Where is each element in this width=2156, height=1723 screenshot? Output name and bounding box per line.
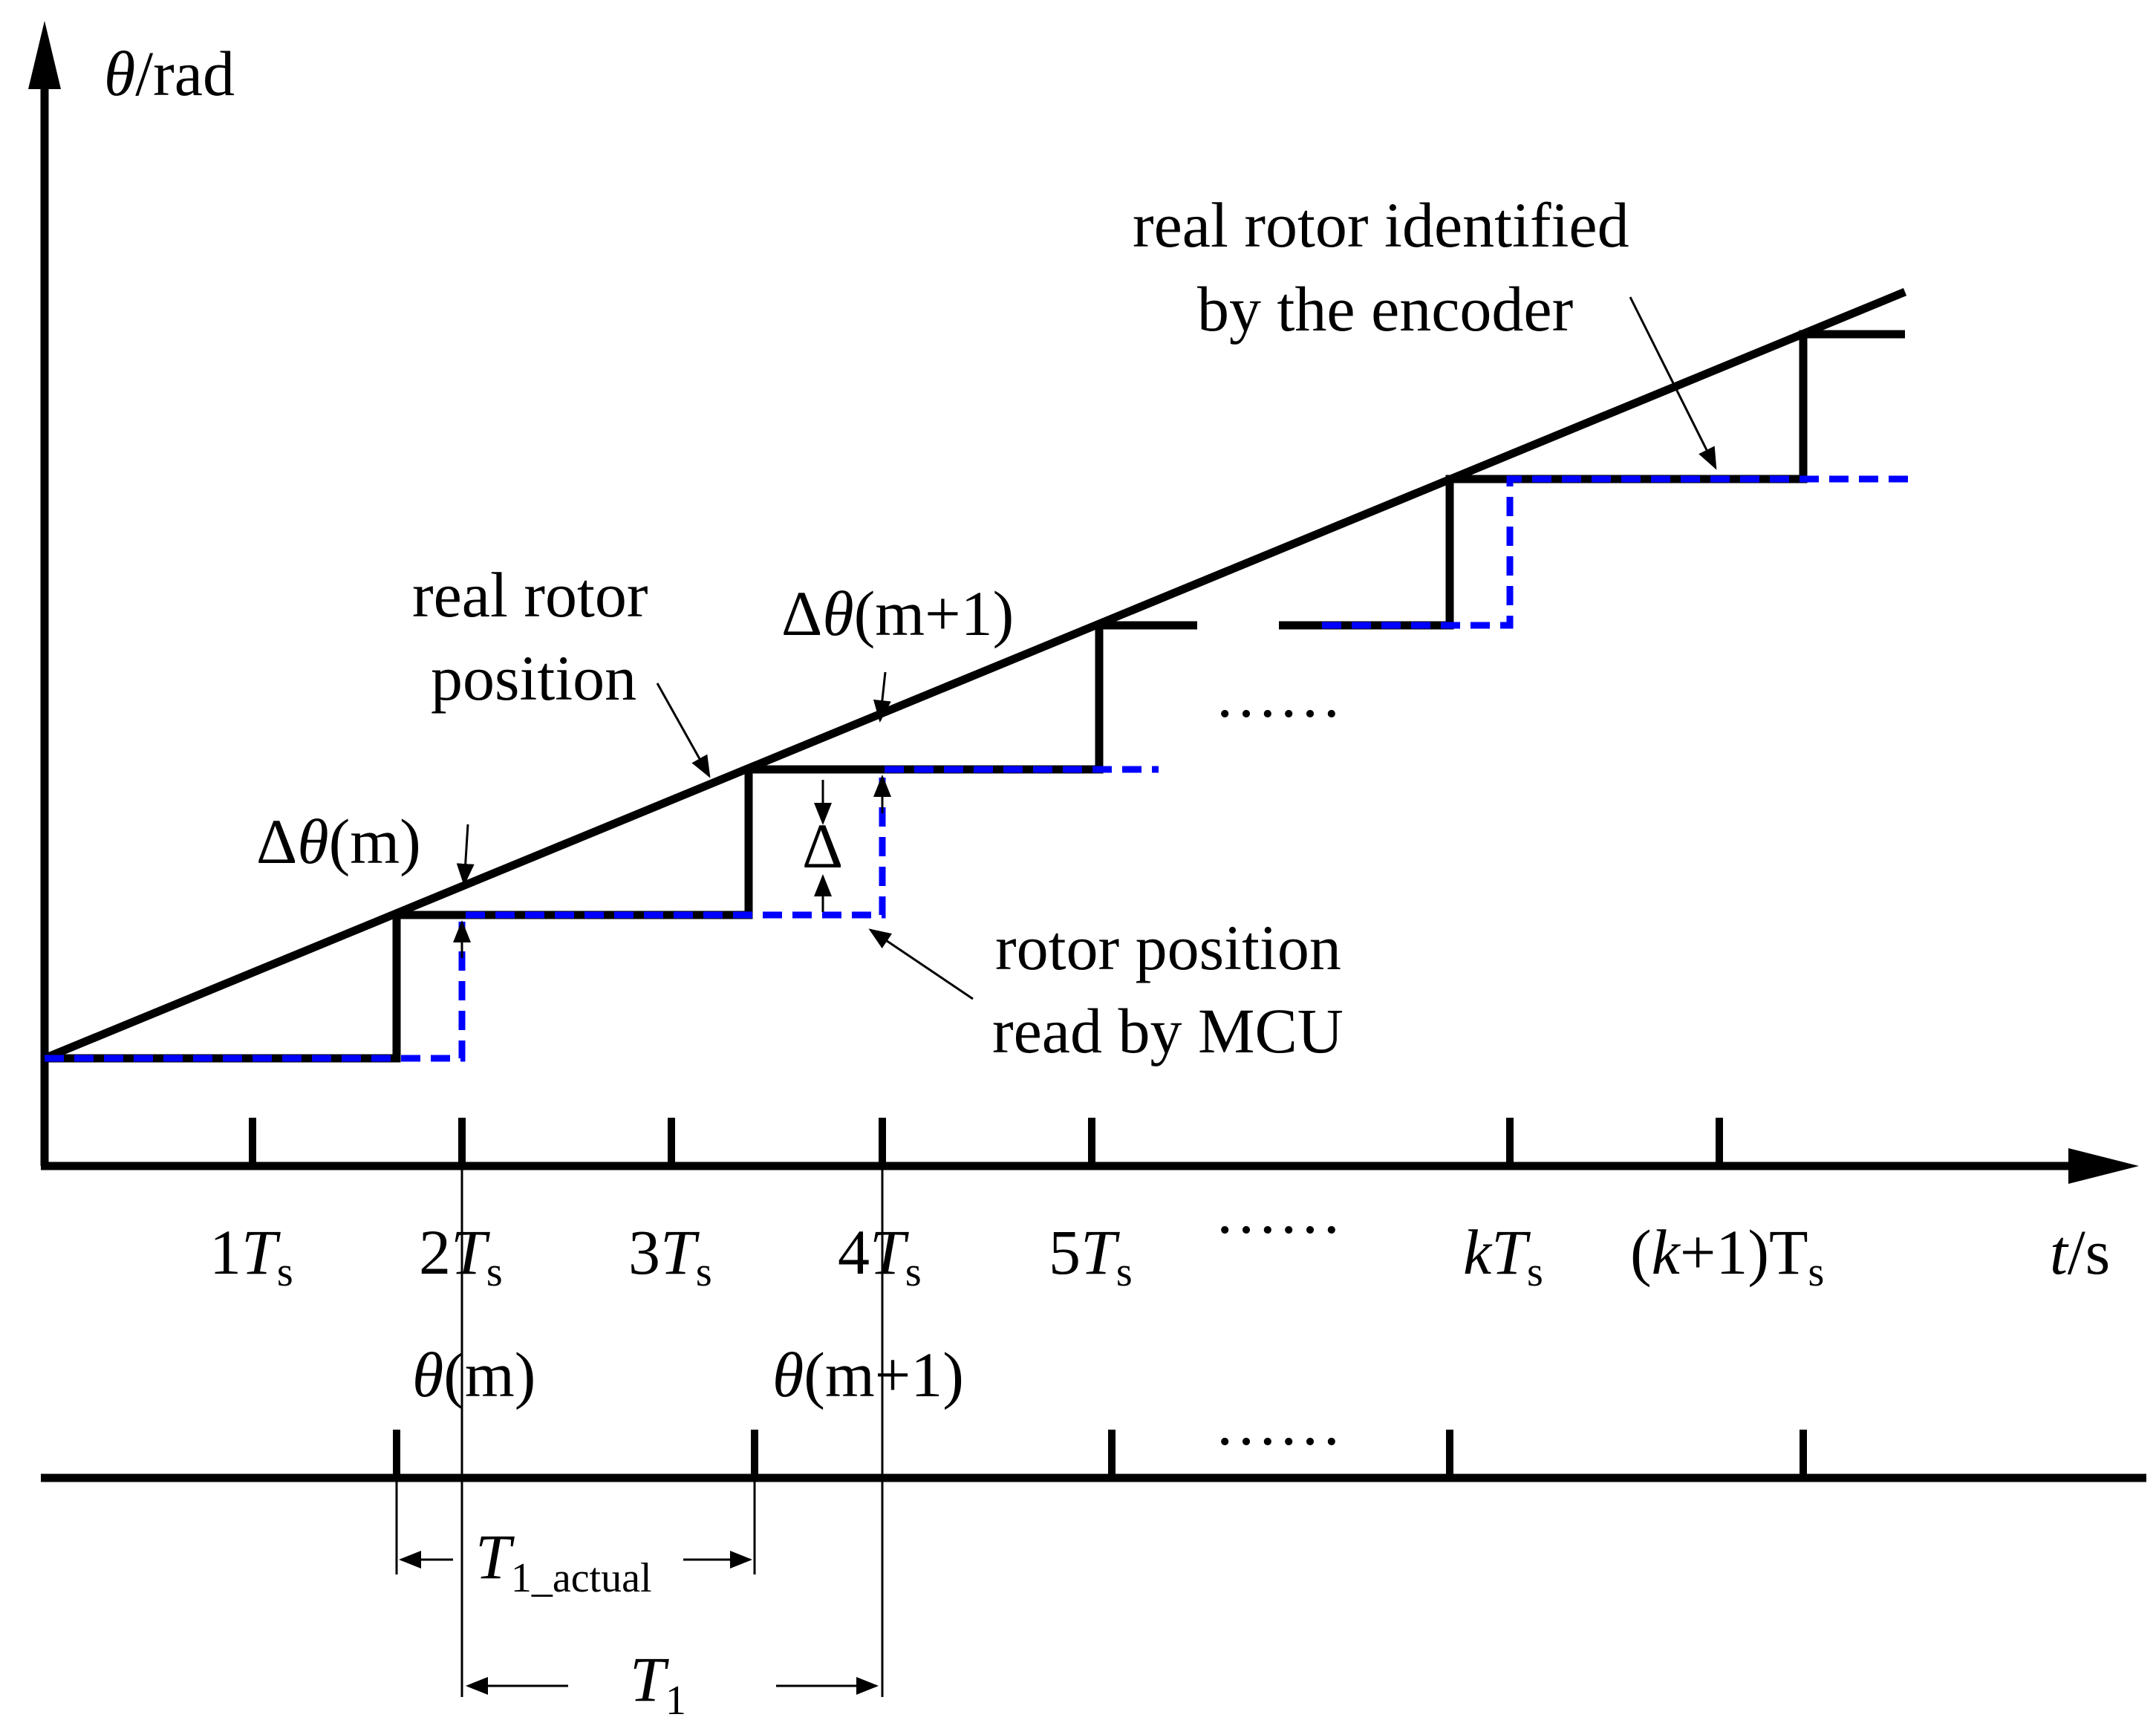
axes (28, 21, 2139, 1184)
real-rotor-identified-pointer (1629, 296, 1717, 470)
x-axis-arrow-icon (2068, 1148, 2139, 1184)
encoder-staircase (45, 330, 1905, 1063)
x-axis-ticks (249, 1118, 1723, 1166)
x-axis-label: t/s (2050, 1216, 2110, 1288)
ellipsis-upper: …… (1214, 659, 1342, 731)
real-rotor-identified-label-line2: by the encoder (1197, 273, 1573, 345)
theta-m-label: θ(m) (412, 1339, 535, 1410)
t1-dimension: T1 (466, 1644, 879, 1723)
tick-label-kts: kTs (1463, 1216, 1543, 1295)
t1-label: T1 (630, 1644, 686, 1723)
theta-m1-label: θ(m+1) (772, 1339, 964, 1410)
y-axis-label: θ/rad (104, 38, 235, 109)
tick-label-2ts: 2Ts (419, 1216, 503, 1295)
mcu-steps-a (45, 766, 1159, 1062)
ellipsis-axis: …… (1214, 1176, 1342, 1247)
tick-label-4ts: 4Ts (838, 1216, 922, 1295)
mcu-staircase (45, 475, 1912, 1062)
delta-gap-label: Δ (802, 810, 843, 882)
delta-gap-indicator: Δ (802, 780, 843, 912)
real-rotor-position-pointer (656, 683, 711, 778)
rotor-position-read-pointer (868, 928, 974, 1000)
rotor-position-read-label-line2: read by MCU (992, 995, 1344, 1066)
t1-actual-dimension: T1_actual (399, 1521, 752, 1601)
x-tick-labels: 1Ts 2Ts 3Ts 4Ts 5Ts kTs (k+1)Ts (209, 1216, 1824, 1295)
delta-theta-m-pointer (456, 824, 475, 886)
sampling-timeline (41, 1430, 2146, 1482)
real-rotor-identified-label-line1: real rotor identified (1133, 189, 1629, 261)
encoder-steps-main (45, 621, 1197, 1063)
y-axis-arrow-icon (28, 21, 61, 89)
delta-theta-m1-pointer (873, 671, 891, 723)
delta-theta-m1-label: Δθ(m+1) (781, 578, 1014, 649)
tick-label-1ts: 1Ts (209, 1216, 293, 1295)
delta-theta-m-label: Δθ(m) (256, 806, 421, 877)
tick-label-k1ts: (k+1)Ts (1630, 1216, 1824, 1295)
mcu-steps-b (1322, 475, 1912, 629)
real-rotor-position-label-line1: real rotor (412, 559, 648, 631)
real-rotor-position-ramp (42, 287, 1907, 1063)
t1-actual-label: T1_actual (475, 1521, 652, 1601)
tick-label-3ts: 3Ts (628, 1216, 712, 1295)
real-rotor-position-label-line2: position (431, 642, 636, 714)
ellipsis-lower: …… (1214, 1387, 1342, 1459)
tick-label-5ts: 5Ts (1049, 1216, 1133, 1295)
rotor-position-read-label-line1: rotor position (995, 912, 1341, 983)
